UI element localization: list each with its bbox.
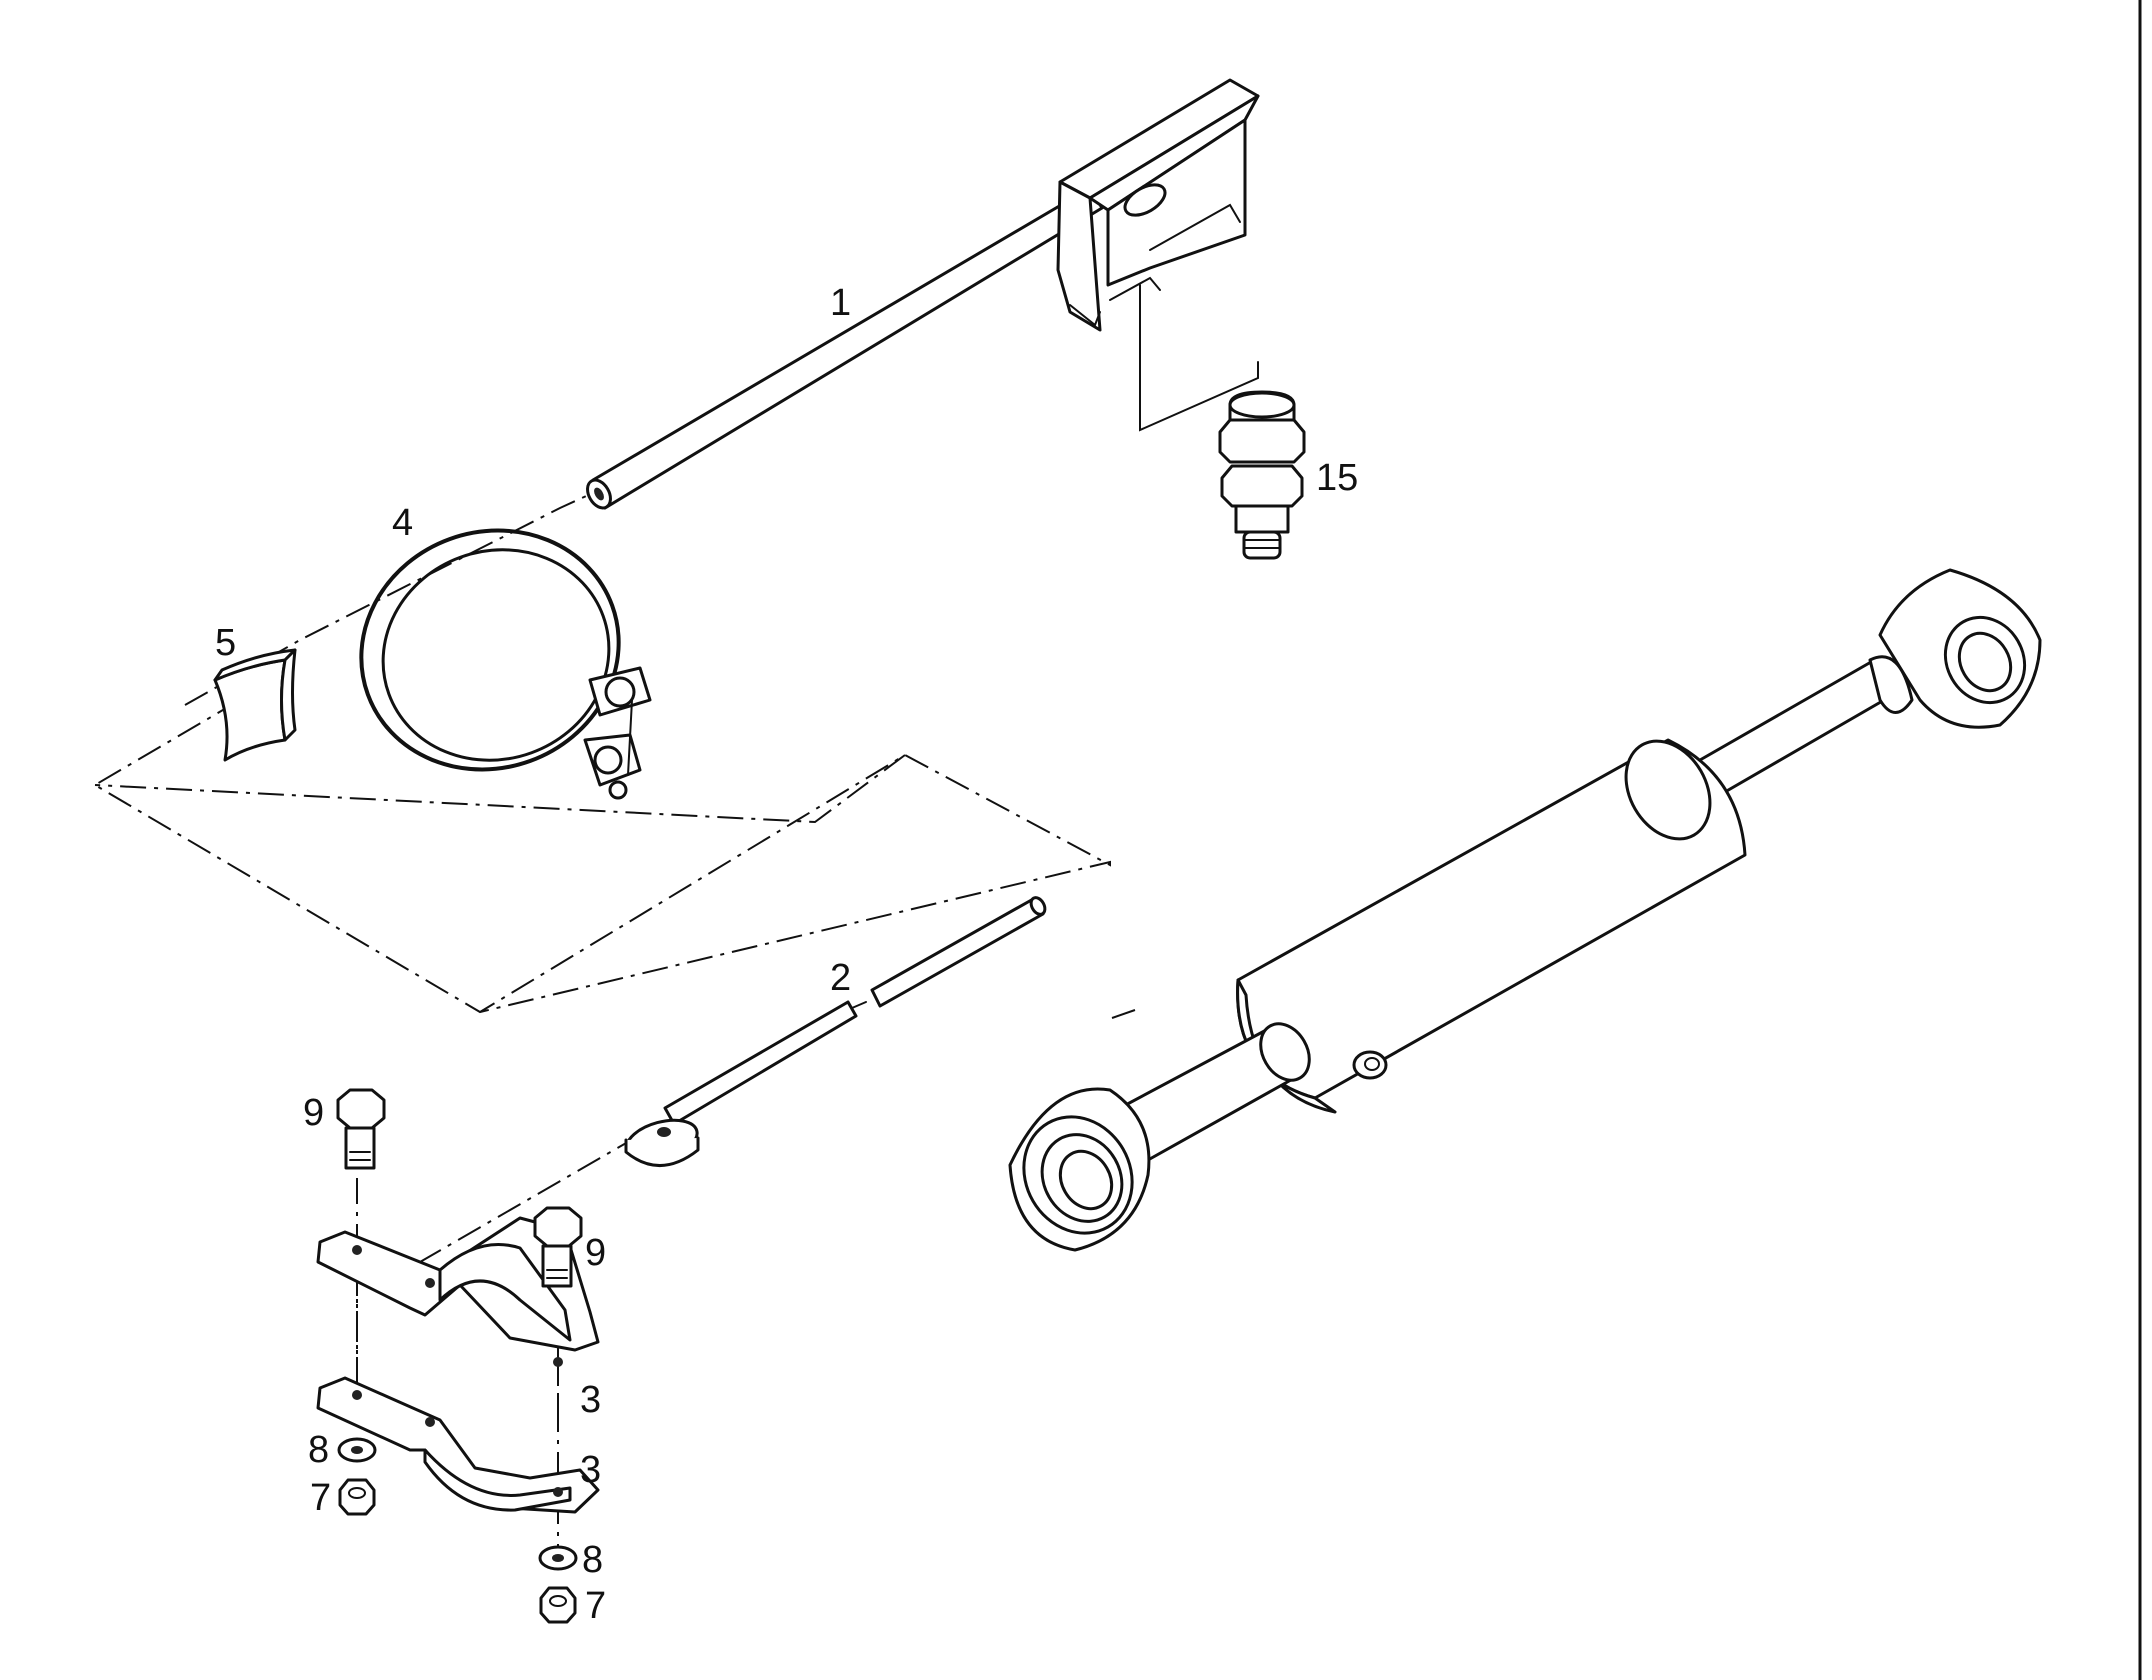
- label-washer-left: 8: [308, 1429, 329, 1471]
- part-15-fitting: [1218, 390, 1306, 560]
- label-clamp-band: 4: [392, 502, 413, 544]
- part-labels: 1 2 3 3 4 5 7 7 8 8 9 9 15: [215, 282, 1358, 1627]
- part-2-rod-with-eye: [624, 896, 1047, 1167]
- part-1-rod-with-bracket: [586, 78, 1260, 510]
- label-rod-upper: 1: [830, 282, 851, 324]
- label-strap-upper: 3: [580, 1379, 601, 1421]
- assembly-guide-lines: [93, 284, 1259, 1560]
- label-bolt-right: 9: [585, 1232, 606, 1274]
- label-nut-left: 7: [310, 1477, 331, 1519]
- label-strap-lower: 3: [580, 1449, 601, 1491]
- part-7-nut-left: [338, 1478, 376, 1516]
- part-9-bolt-right: [533, 1206, 583, 1288]
- hydraulic-cylinder: [1008, 568, 2042, 1252]
- part-3-strap-lower: [316, 1376, 600, 1514]
- part-8-washer-right: [538, 1545, 578, 1571]
- label-rubber-pad: 5: [215, 622, 236, 664]
- part-4-clamp-band: [359, 528, 652, 800]
- label-washer-right: 8: [582, 1539, 603, 1581]
- part-5-rubber-pad: [213, 648, 297, 762]
- label-fitting: 15: [1316, 457, 1358, 499]
- part-8-washer-left: [337, 1437, 377, 1463]
- part-9-bolt-left: [336, 1088, 386, 1170]
- label-rod-lower: 2: [830, 957, 851, 999]
- part-7-nut-right: [539, 1586, 577, 1624]
- label-bolt-left: 9: [303, 1092, 324, 1134]
- label-nut-right: 7: [585, 1585, 606, 1627]
- part-3-strap-upper: [316, 1216, 600, 1367]
